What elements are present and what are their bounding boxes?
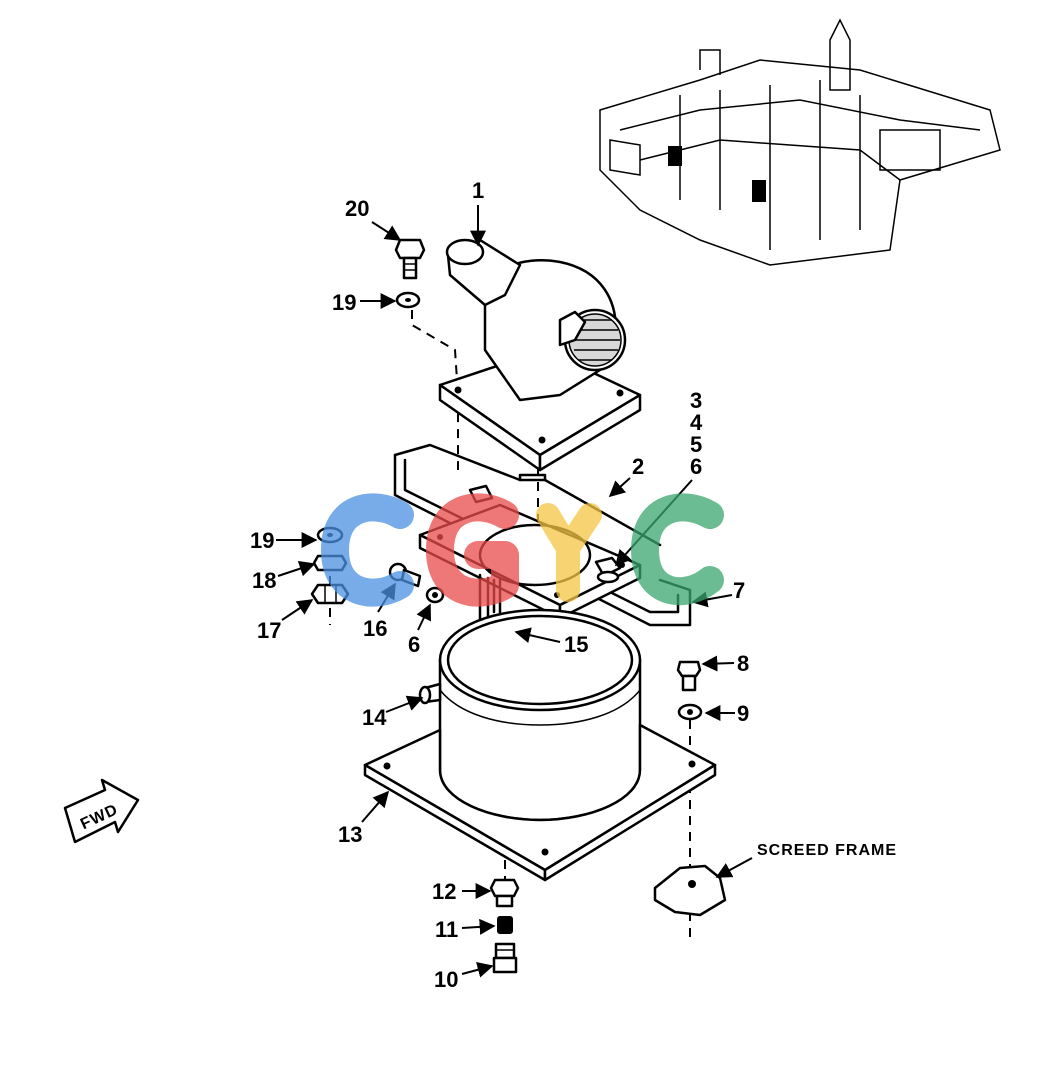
callout-1: 1 <box>472 178 484 203</box>
callout-11: 11 <box>435 917 458 942</box>
callout-16: 16 <box>363 616 387 641</box>
part-8-bolt <box>676 660 702 692</box>
part-10-nipple <box>492 942 518 974</box>
drum-body <box>438 608 642 822</box>
callout-4: 4 <box>690 410 703 435</box>
callout-12: 12 <box>432 879 456 904</box>
callout-18: 18 <box>252 568 276 593</box>
fwd-arrow: FWD <box>63 778 140 844</box>
callout-2: 2 <box>632 454 644 479</box>
callout-20: 20 <box>345 196 369 221</box>
callout-6-left: 6 <box>408 632 420 657</box>
callout-7: 7 <box>733 578 745 603</box>
locator-marker-2 <box>752 180 766 202</box>
watermark-c-green <box>630 493 724 606</box>
part-13-base-plate <box>363 723 717 882</box>
callout-8: 8 <box>737 651 749 676</box>
callout-10: 10 <box>434 967 458 992</box>
callout-17: 17 <box>257 618 281 643</box>
part-20-bolt <box>394 238 426 280</box>
part-12-fitting <box>489 878 520 908</box>
callout-6-right: 6 <box>690 454 702 479</box>
locator-inset <box>599 18 1001 266</box>
callout-9: 9 <box>737 701 749 726</box>
part-2-plate <box>418 503 642 620</box>
screed-frame-mount <box>653 864 727 917</box>
callout-3: 3 <box>690 388 702 413</box>
watermark-c-blue <box>320 493 414 607</box>
callout-14: 14 <box>362 705 387 730</box>
locator-marker-1 <box>668 146 682 166</box>
watermark-y-yellow <box>536 503 602 602</box>
callout-13: 13 <box>338 822 362 847</box>
callout-19-left: 19 <box>250 528 274 553</box>
part-1-blower <box>438 238 642 472</box>
watermark <box>320 493 724 607</box>
part-14-fitting <box>418 682 442 705</box>
callout-15: 15 <box>564 632 588 657</box>
callout-5: 5 <box>690 432 702 457</box>
watermark-g-red <box>426 493 519 607</box>
screed-frame-label: SCREED FRAME <box>757 842 897 859</box>
part-11-spring <box>497 916 513 934</box>
callout-19-top: 19 <box>332 290 356 315</box>
